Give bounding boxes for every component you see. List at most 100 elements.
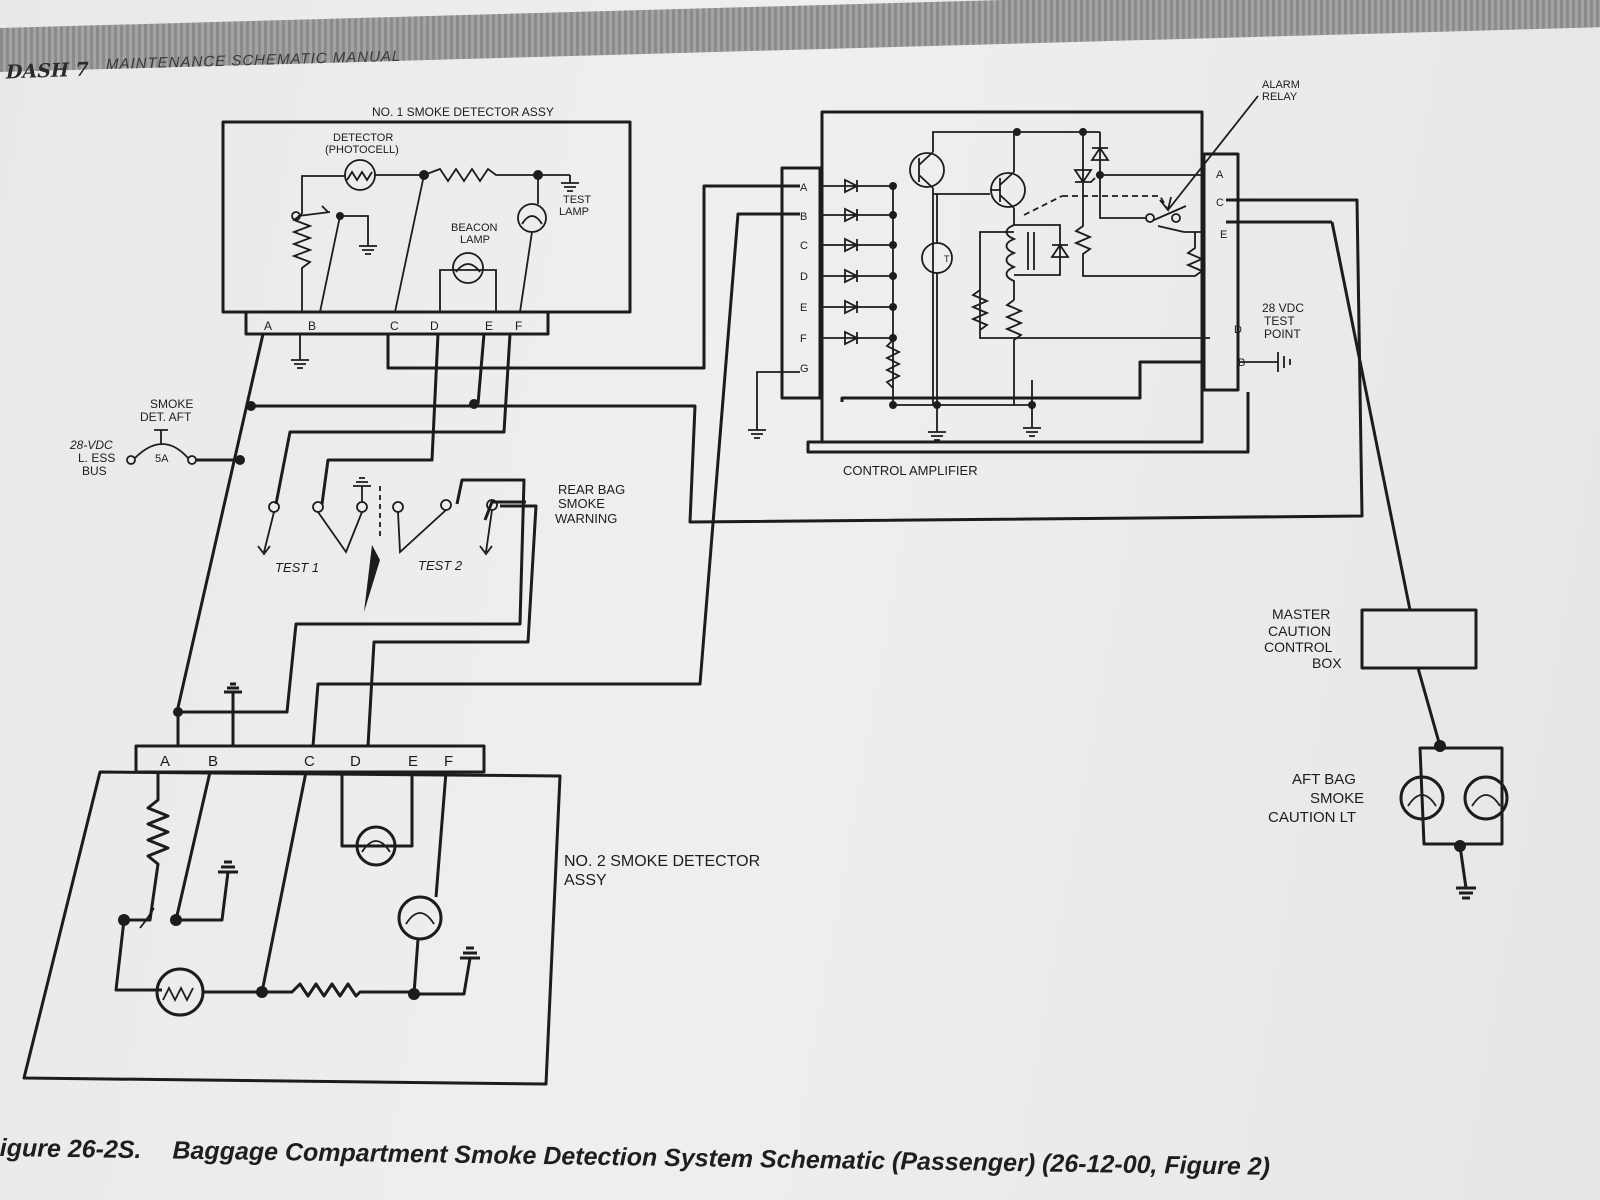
transistor-1 (909, 151, 945, 189)
wire-amp-b-return (840, 360, 1204, 402)
detector-1-pin-d: D (430, 319, 439, 333)
caution-light-junction-top (1434, 740, 1446, 752)
warning-label-2: SMOKE (558, 496, 605, 511)
alarm-relay-label-2: RELAY (1262, 91, 1298, 103)
detector-2-switch-tick (139, 907, 155, 929)
amp-left-pin-f: F (800, 333, 807, 345)
detector-2-pin-f: F (444, 753, 453, 770)
detector-1-wire-c (394, 174, 425, 313)
detector-2-box (22, 770, 562, 1086)
detector-1-ground-switch (340, 215, 377, 255)
detector-1-ground-top (561, 175, 579, 192)
detector-2-junction-a (118, 914, 130, 926)
thermistor-wires (933, 193, 990, 405)
detector-2-title-2: ASSY (564, 872, 607, 889)
warning-label-1: REAR BAG (558, 482, 625, 497)
test-switch: TEST 1 TEST 2 REAR BAG SMOKE WARNING (257, 477, 625, 612)
alarm-relay-linkage-2 (1023, 195, 1063, 216)
detector-1-wire-b (319, 215, 341, 313)
caution-light-label-1: AFT BAG (1292, 771, 1356, 788)
bus-junction-lower (235, 455, 245, 465)
bus-label-1: 28-VDC (69, 438, 113, 452)
test1-arm (317, 511, 363, 554)
detector-1-pin-f: F (515, 319, 522, 333)
transistor-1-wires (932, 131, 1100, 405)
detector-2-test-lamp-symbol (397, 895, 443, 941)
alarm-relay-contact-2 (1171, 213, 1181, 223)
alarm-relay-contact-wires (1099, 174, 1204, 219)
detector-1-photocell-symbol (344, 159, 376, 191)
amp-right-pin-c: C (1216, 197, 1224, 209)
master-caution-label-2: CAUTION (1268, 623, 1331, 639)
wire-main-bus-vertical (175, 333, 265, 713)
thermistor: T (921, 242, 953, 274)
test-point-feed-wires (970, 231, 1210, 339)
detector-2-title-1: NO. 2 SMOKE DETECTOR (564, 853, 760, 870)
detector-2-photocell-symbol (155, 967, 205, 1017)
control-amplifier: CONTROL AMPLIFIER A B C D E F G A C E D … (748, 79, 1304, 478)
detector-1-assembly: NO. 1 SMOKE DETECTOR ASSY DETECTOR (PHOT… (221, 105, 632, 369)
test1-label: TEST 1 (275, 560, 319, 575)
wire-amp-b-to-det2 (311, 212, 800, 747)
detector-1-beacon-label-1: BEACON (451, 222, 498, 234)
detector-2-pin-d: D (350, 753, 361, 770)
detector-1-switch-arm (297, 211, 331, 217)
amp-left-pin-d: D (800, 271, 808, 283)
breaker-rating: 5A (155, 453, 169, 465)
warning-label-3: WARNING (555, 511, 617, 526)
diode-a (820, 178, 895, 194)
detector-1-photocell-label-2: (PHOTOCELL) (325, 144, 399, 156)
bus-label-2: L. ESS (78, 451, 115, 465)
detector-1-title: NO. 1 SMOKE DETECTOR ASSY (372, 105, 554, 119)
bus-label-3: BUS (82, 464, 107, 478)
wire-master-caution-to-light (1416, 667, 1442, 747)
amp-left-pin-a: A (800, 182, 808, 194)
detector-1-wire-test-lamp-f (519, 231, 533, 313)
wire-det1-f-to-test1 (274, 333, 512, 505)
amp-right-pin-a: A (1216, 169, 1224, 181)
detector-1-pin-e: E (485, 319, 493, 333)
alarm-relay-label-1: ALARM (1262, 79, 1300, 91)
relay-core (1027, 232, 1035, 270)
master-caution-label-4: BOX (1312, 655, 1342, 671)
detector-1-ground-b (291, 334, 309, 369)
alarm-relay-resistor (1126, 232, 1205, 277)
amp-left-pin-e: E (800, 302, 807, 314)
amp-bottom-junction-1 (889, 401, 897, 409)
test-common-left (356, 501, 368, 513)
alarm-relay-pointer (1159, 95, 1259, 213)
detector-1-connector (244, 310, 550, 336)
amplifier-left-connector (780, 166, 822, 400)
main-wiring (173, 184, 1412, 747)
wire-det1-c-to-amp-a (386, 184, 800, 370)
diode-junction-3 (889, 241, 897, 249)
amplifier-box (820, 110, 1204, 444)
detector-1-beacon-lamp-symbol (439, 252, 497, 312)
detector-1-pin-a: A (264, 319, 272, 333)
figure-id: igure 26-2S. (0, 1134, 142, 1165)
wire-det1-e-to-feed (476, 333, 486, 405)
diode-e (820, 299, 895, 315)
amplifier-ground-g (748, 371, 800, 439)
amp-left-pin-b: B (800, 211, 807, 223)
detector-2-beacon-lamp-symbol (340, 772, 414, 867)
amplifier-ground-2 (1023, 405, 1041, 437)
test1-arrow (257, 511, 275, 556)
power-input: SMOKE DET. AFT 5A 28-VDC L. ESS BUS (69, 397, 245, 478)
detector-1-pin-c: C (390, 319, 399, 333)
caution-light-ground (1456, 845, 1476, 900)
wire-test2-to-det2 (182, 478, 526, 714)
breaker-contact-left (126, 455, 136, 465)
zener-resistor-branch (1073, 132, 1126, 277)
detector-2-pin-c: C (304, 753, 315, 770)
wire-amp-to-master-caution (1330, 221, 1412, 611)
test2-arrow (479, 509, 493, 556)
detector-2-pin-a: A (160, 753, 170, 770)
master-caution-box (1360, 608, 1478, 670)
diode-junction-1 (889, 182, 897, 190)
relay-coil-resistor (1004, 299, 1024, 405)
detector-2-resistor-a (114, 772, 170, 992)
detector-1-resistor (423, 167, 570, 183)
amplifier-outer-wire (806, 392, 1250, 454)
